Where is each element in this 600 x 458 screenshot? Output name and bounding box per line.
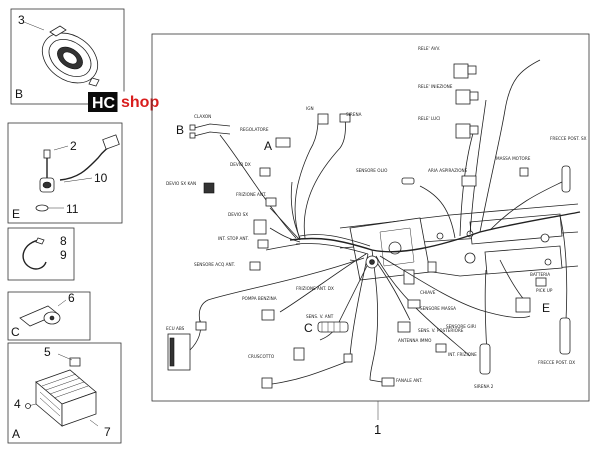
logo-hc-text: HC — [92, 95, 116, 112]
label-devio-sx-kan: DEVIO SX KAN — [166, 181, 196, 186]
main-letter-a: A — [264, 139, 272, 153]
label-devio-dx: DEVIO DX — [230, 162, 251, 167]
label-claxon: CLAXON — [194, 114, 211, 119]
label-ecu: ECU ABS — [166, 326, 185, 331]
label-sensore-acq: SENSORE ACQ ANT. — [194, 262, 235, 267]
panel-clip: 8 9 — [7, 227, 75, 281]
main-panel-frame — [151, 33, 590, 402]
panel-sensor-frame — [7, 122, 123, 224]
label-pompa: POMPA BENZINA — [242, 296, 277, 301]
label-sensore-giri: SENSORE GIRI — [446, 324, 476, 329]
label-rele-avv: RELE' AVV. — [418, 46, 440, 51]
label-fanale: FANALE ANT. — [396, 378, 423, 383]
panel-horn: 3 B — [10, 8, 125, 105]
main-harness-panel: CLAXON REGOLATORE DEVIO DX DEVIO SX KAN … — [151, 33, 590, 420]
label-frizione: FRIZIONE ANT. — [236, 192, 266, 197]
callout-4: 4 — [14, 397, 21, 411]
label-sirena-2: SIRENA 2 — [474, 384, 494, 389]
main-letter-c: C — [304, 321, 313, 335]
regulator-drawing — [25, 353, 99, 427]
label-batteria: BATTERIA — [530, 272, 550, 277]
label-rele-iniezione: RELE' INIEZIONE — [418, 84, 453, 89]
label-int-frizione: INT. FRIZIONE — [448, 352, 477, 357]
label-rele-luci: RELE' LUCI — [418, 116, 440, 121]
connectors — [167, 63, 571, 389]
panel-clip-frame — [7, 227, 75, 281]
callout-6: 6 — [68, 291, 75, 305]
label-sensore-olio: SENSORE OLIO — [356, 168, 388, 173]
label-sensori-abs: SENS. V. ANT — [306, 314, 334, 319]
hc-shop-logo: HC shop — [88, 91, 191, 113]
callout-10: 10 — [94, 171, 108, 185]
label-antenna: ANTENNA IMMO — [398, 338, 432, 343]
callout-11: 11 — [66, 202, 79, 216]
panel-regulator-frame — [7, 342, 122, 444]
logo-shop-bg — [117, 91, 191, 113]
label-frecce-post-dx: FRECCE POST. DX — [538, 360, 575, 365]
label-frizione-dx: FRIZIONE ANT. DX — [296, 286, 334, 291]
panel-horn-frame — [10, 8, 125, 105]
panel-regulator: 5 4 7 A — [7, 342, 122, 444]
main-letter-b: B — [176, 123, 184, 137]
label-int-stop: INT. STOP ANT. — [218, 236, 249, 241]
component-labels: CLAXON REGOLATORE DEVIO DX DEVIO SX KAN … — [166, 46, 587, 389]
callout-2: 2 — [70, 139, 77, 153]
callout-8: 8 — [60, 234, 67, 248]
callout-5: 5 — [44, 345, 51, 359]
label-chiave: CHIAVE — [420, 290, 436, 295]
callout-3: 3 — [18, 13, 25, 27]
panel-letter-e: E — [12, 207, 20, 221]
callout-9: 9 — [60, 248, 67, 262]
panel-letter-a: A — [12, 427, 20, 441]
panel-sensor: 2 10 11 E — [7, 122, 123, 224]
panel-bracket-frame — [7, 291, 91, 341]
main-letter-e: E — [542, 301, 550, 315]
label-massa: MASSA MOTORE — [496, 156, 531, 161]
label-regolatore: REGOLATORE — [240, 127, 269, 132]
callout-1: 1 — [374, 422, 381, 437]
label-aria: ARIA ASPIRAZIONE — [428, 168, 468, 173]
panel-letter-b: B — [15, 87, 23, 101]
label-ign: IGN — [306, 106, 314, 111]
label-cruscotto: CRUSCOTTO — [248, 354, 275, 359]
label-sirena: SIRENA — [346, 112, 362, 117]
sensor-drawing — [35, 134, 120, 212]
clip-drawing — [22, 239, 47, 270]
chassis-frame — [339, 203, 579, 285]
horn-drawing — [23, 21, 100, 87]
label-sens-ruota: SENS. V. POSTERIORE — [418, 328, 464, 333]
callout-7: 7 — [104, 425, 111, 439]
label-frecce-post-sx: FRECCE POST. SX — [550, 136, 587, 141]
bracket-drawing — [19, 299, 67, 327]
label-pick-up: PICK UP — [536, 288, 553, 293]
label-devio-sx: DEVIO SX — [228, 212, 248, 217]
label-sensore-massa: SENSORE MASSA — [420, 306, 456, 311]
logo-shop-text: shop — [121, 94, 159, 111]
panel-bracket: 6 C — [7, 291, 91, 341]
panel-letter-c: C — [11, 325, 20, 339]
